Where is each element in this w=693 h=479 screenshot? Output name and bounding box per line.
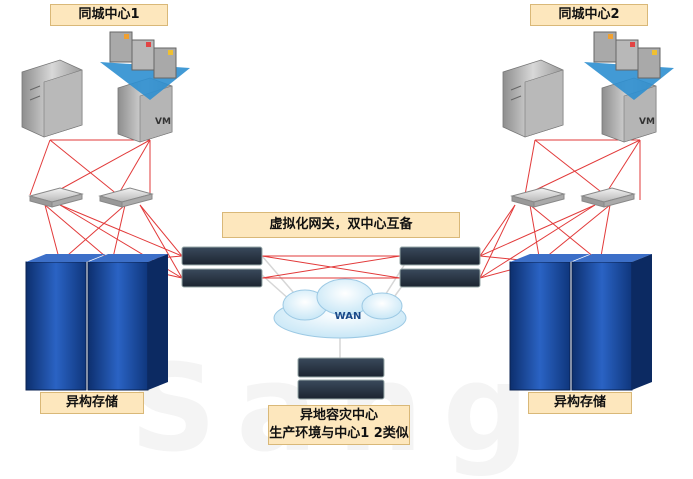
vm-host-right: VM <box>584 31 674 143</box>
dr-center-line2: 生产环境与中心1 2类似 <box>269 426 409 441</box>
storage-right-label: 异构存储 <box>528 392 632 414</box>
switch-right-1 <box>510 187 566 208</box>
datacenter-1-label: 同城中心1 <box>50 4 168 26</box>
switch-right-2 <box>580 187 636 208</box>
switch-left-2 <box>98 187 154 208</box>
topology-diagram: VM VM <box>21 31 674 400</box>
vm-host-left: VM <box>100 31 190 143</box>
datacenter-2-label: 同城中心2 <box>530 4 648 26</box>
storage-rack-left <box>25 254 168 391</box>
storage-left-label: 异构存储 <box>40 392 144 414</box>
gateway-left <box>181 246 263 288</box>
virtual-gateway-label: 虚拟化网关，双中心互备 <box>222 212 460 238</box>
physical-server-right <box>502 59 564 138</box>
vm-badge-left: VM <box>155 117 171 127</box>
switch-left-1 <box>28 187 84 208</box>
dr-center-line1: 异地容灾中心 <box>299 408 378 423</box>
left-links <box>29 139 183 279</box>
physical-server-left <box>21 59 83 138</box>
gateway-dr <box>297 357 385 400</box>
wan-cloud <box>273 278 407 339</box>
wan-label: WAN <box>334 311 362 322</box>
gateway-right <box>399 246 481 288</box>
gateway-links <box>261 255 401 279</box>
right-links <box>479 139 641 279</box>
dr-center-label: 异地容灾中心 生产环境与中心1 2类似 <box>268 405 410 445</box>
vm-badge-right: VM <box>639 117 655 127</box>
storage-rack-right <box>509 254 652 391</box>
